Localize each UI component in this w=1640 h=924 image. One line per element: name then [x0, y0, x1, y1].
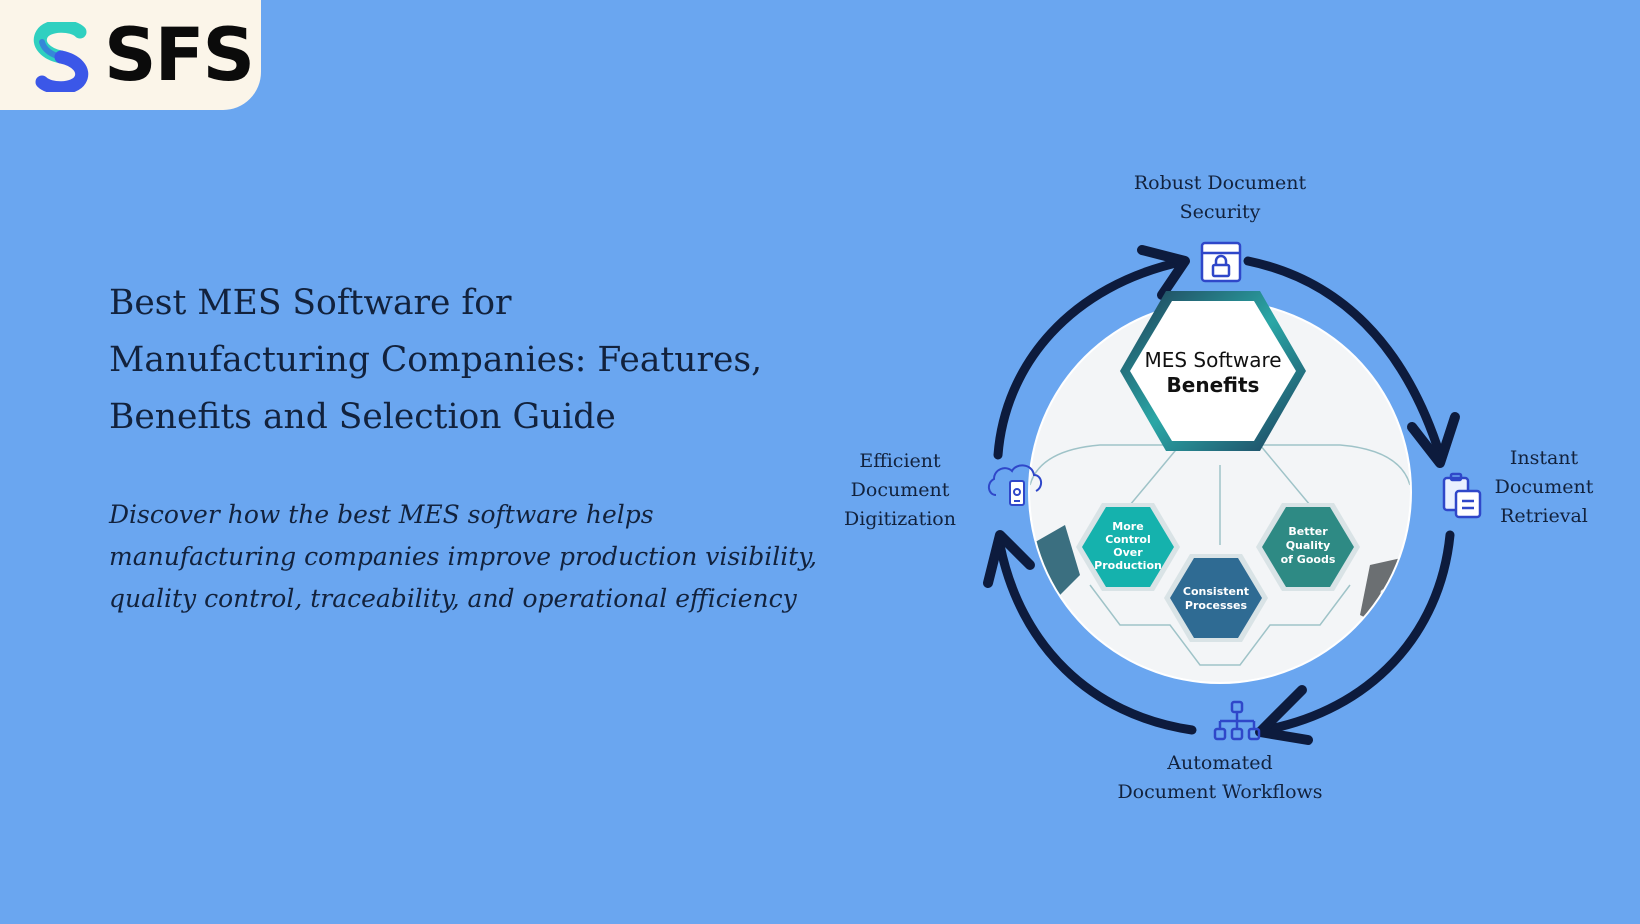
label-line: Efficient — [859, 450, 941, 472]
hex-text: Over — [1113, 546, 1143, 559]
sfs-logo-icon — [33, 22, 89, 92]
label-line: Document Workflows — [1117, 781, 1323, 803]
logo-wordmark: SFS — [104, 13, 255, 98]
center-hexagon: MES Software Benefits — [1120, 291, 1306, 451]
hex-text: Consistent — [1183, 585, 1249, 598]
benefits-cycle-graphic: MES Software Benefits More Control Over … — [983, 241, 1482, 745]
center-title-line: MES Software — [1144, 348, 1281, 372]
hex-text: Sa — [1378, 601, 1393, 614]
label-robust-document-security: Robust Document Security — [1120, 169, 1320, 227]
hexagon-quality: Better Quality of Goods — [1256, 503, 1360, 591]
subtitle-line: quality control, traceability, and opera… — [109, 584, 797, 613]
hex-text: Better — [1288, 525, 1328, 538]
hex-text: Production — [1094, 559, 1162, 572]
label-line: Document — [1494, 476, 1594, 498]
cycle-arrows — [993, 256, 1455, 735]
center-title-line: Benefits — [1167, 373, 1260, 397]
label-automated-document-workflows: Automated Document Workflows — [1110, 749, 1330, 807]
hexagon-partial: Cu Sa — [1378, 587, 1396, 614]
page-title: Best MES Software for Manufacturing Comp… — [109, 275, 829, 446]
title-line: Best MES Software for — [109, 283, 512, 323]
label-efficient-document-digitization: Efficient Document Digitization — [840, 447, 960, 534]
subtitle-line: manufacturing companies improve producti… — [109, 542, 818, 571]
title-line: Benefits and Selection Guide — [109, 397, 616, 437]
label-line: Security — [1179, 201, 1261, 223]
subtitle-line: Discover how the best MES software helps — [109, 500, 654, 529]
workflow-hierarchy-icon — [1213, 700, 1261, 741]
hex-text: of Goods — [1281, 553, 1336, 566]
title-line: Manufacturing Companies: Features, — [109, 340, 763, 380]
hex-text: Processes — [1185, 599, 1248, 612]
label-line: Automated — [1167, 752, 1273, 774]
hexagon-control: More Control Over Production — [1076, 503, 1180, 591]
page-subtitle: Discover how the best MES software helps… — [109, 494, 829, 620]
benefits-diagram: MES Software Benefits More Control Over … — [840, 165, 1640, 815]
label-line: Instant — [1509, 447, 1579, 469]
hex-text: Quality — [1286, 539, 1331, 552]
label-instant-document-retrieval: Instant Document Retrieval — [1484, 444, 1604, 531]
label-line: Retrieval — [1500, 505, 1588, 527]
clipboard-document-icon — [1442, 472, 1482, 519]
hex-text: More — [1112, 520, 1143, 533]
logo-card: SFS — [0, 0, 261, 110]
label-line: Digitization — [844, 508, 956, 530]
cloud-device-icon — [988, 464, 1042, 506]
hexagon-consistent: Consistent Processes — [1164, 554, 1268, 642]
hex-text: Control — [1105, 533, 1150, 546]
lock-window-icon — [1200, 241, 1242, 283]
label-line: Robust Document — [1133, 172, 1307, 194]
label-line: Document — [850, 479, 950, 501]
